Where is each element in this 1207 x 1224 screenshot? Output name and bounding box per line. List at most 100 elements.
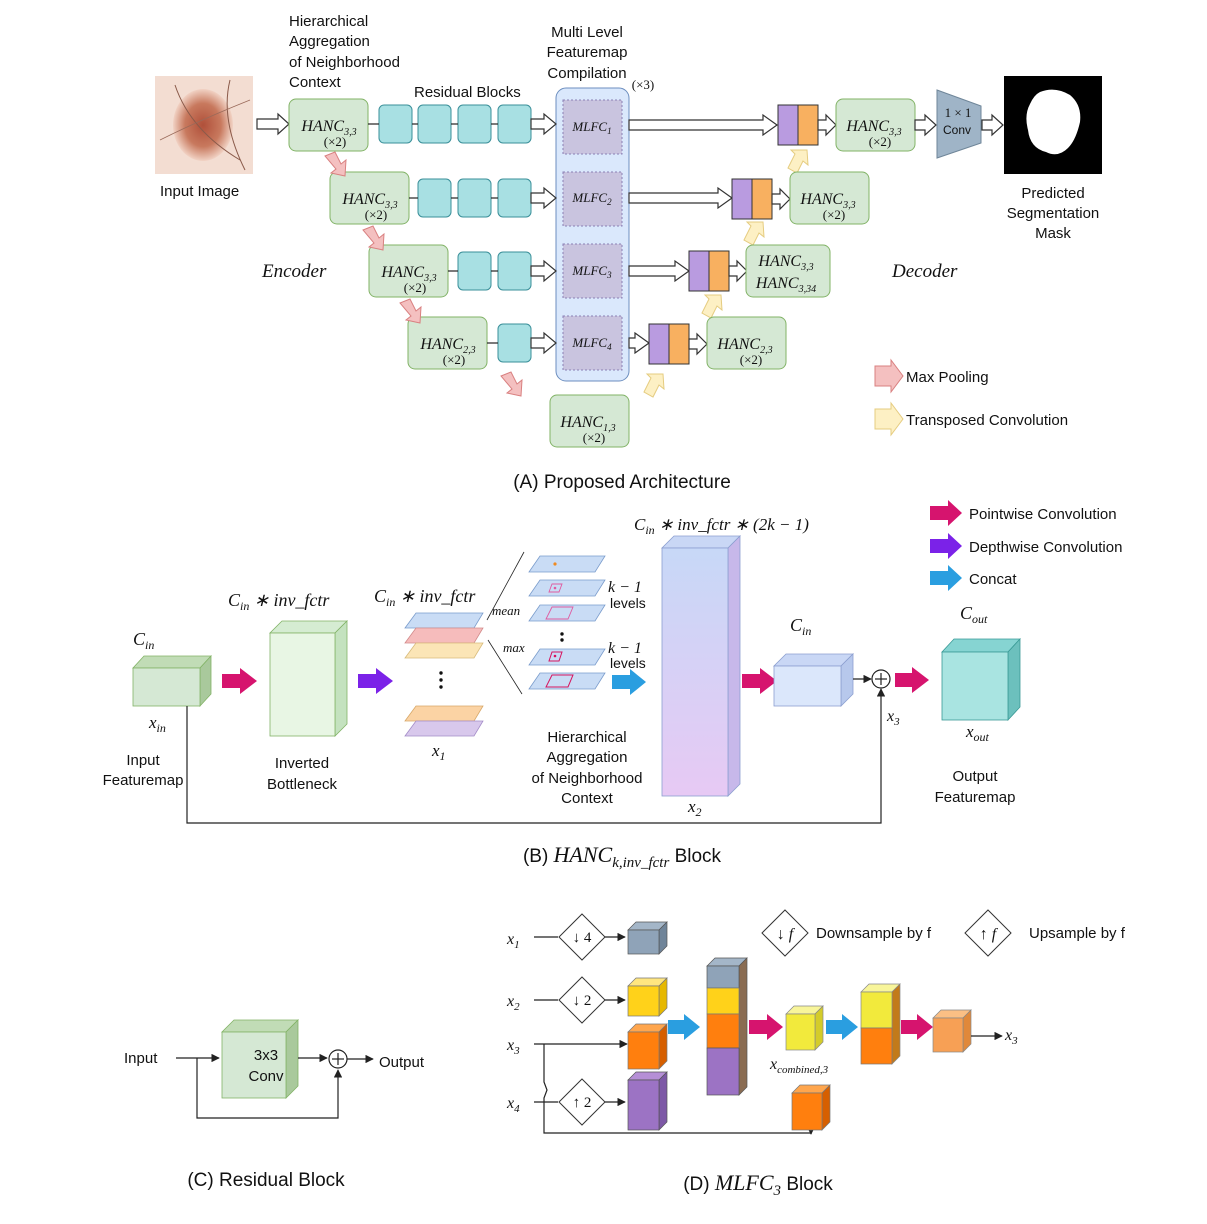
svg-text:Predicted: Predicted xyxy=(1021,185,1084,202)
svg-text:3x3: 3x3 xyxy=(254,1047,278,1064)
cout-label: Cout xyxy=(960,603,988,626)
op-up2 xyxy=(558,1078,606,1126)
svg-text:HANC3,3: HANC3,3 xyxy=(300,118,356,138)
predicted-mask-label: Predicted Segmentation Mask xyxy=(1007,185,1100,242)
svg-text:Hierarchical: Hierarchical xyxy=(289,13,368,30)
cin2-label: Cin xyxy=(790,615,811,638)
svg-text:Featuremap: Featuremap xyxy=(547,44,628,61)
encoder-label: Encoder xyxy=(261,261,327,282)
svg-text:(×2): (×2) xyxy=(324,134,347,149)
mean-label: mean xyxy=(492,603,520,618)
svg-text:MLFC2: MLFC2 xyxy=(571,190,612,207)
svg-text:Context: Context xyxy=(561,790,614,807)
svg-text:Aggregation: Aggregation xyxy=(289,33,370,50)
legend-transposed-conv: Transposed Convolution xyxy=(906,412,1068,429)
svg-text:levels: levels xyxy=(610,655,646,671)
encoder-hanc-4: HANC2,3 (×2) xyxy=(407,316,488,370)
mlfc-container xyxy=(555,87,630,382)
cin-big-label: Cin ∗ inv_fctr ∗ (2k − 1) xyxy=(634,515,809,537)
cin-inv-label: Cin ∗ inv_fctr xyxy=(228,590,330,613)
decoder-label: Decoder xyxy=(891,261,958,282)
svg-text:Bottleneck: Bottleneck xyxy=(267,776,338,793)
decoder-hanc-2: HANC3,3 (×2) xyxy=(789,171,870,225)
x3-input: x3 xyxy=(506,1037,520,1057)
downsample-legend-label: Downsample by f xyxy=(816,925,932,942)
svg-text:(×2): (×2) xyxy=(823,207,846,222)
concat-blocks xyxy=(648,104,819,365)
xout-label: xout xyxy=(965,722,990,744)
svg-text:1 × 1: 1 × 1 xyxy=(945,105,972,120)
svg-text:MLFC4: MLFC4 xyxy=(571,335,612,352)
residual-output-label: Output xyxy=(379,1054,425,1071)
hanc-label-b: Hierarchical Aggregation of Neighborhood… xyxy=(532,729,643,807)
inverted-bottleneck-label: Inverted xyxy=(275,755,329,772)
svg-text:HANC3,3: HANC3,3 xyxy=(757,253,813,273)
upsample-legend-label: Upsample by f xyxy=(1029,925,1126,942)
x2-input: x2 xyxy=(506,993,520,1013)
output-featuremap-label: Output xyxy=(952,768,998,785)
svg-text:(×2): (×2) xyxy=(740,352,763,367)
svg-text:Concat: Concat xyxy=(969,571,1017,588)
legend-b: Pointwise Convolution Depthwise Convolut… xyxy=(930,500,1122,591)
section-b-hanc-block: Pointwise Convolution Depthwise Convolut… xyxy=(103,500,1122,871)
decoder-hanc-1: HANC3,3 (×2) xyxy=(835,98,916,152)
hanc-planes xyxy=(528,555,606,690)
mlfc-blocks: MLFC1 MLFC2 MLFC3 MLFC4 xyxy=(562,99,623,371)
decoder-hanc-3: HANC3,3 HANC3,34 xyxy=(745,244,831,298)
svg-text:HANC3,3: HANC3,3 xyxy=(341,191,397,211)
downsample-legend-diamond xyxy=(761,909,809,957)
cin-cube xyxy=(773,653,854,707)
svg-text:Context: Context xyxy=(289,74,342,91)
caption-d: (D) MLFC3 Block xyxy=(683,1170,833,1199)
svg-text:Featuremap: Featuremap xyxy=(103,772,184,789)
bottleneck-hanc: HANC1,3 (×2) xyxy=(549,394,630,448)
x1-planes xyxy=(404,612,484,737)
transposed-conv-arrows xyxy=(643,149,904,437)
x2-tall-block xyxy=(661,535,741,797)
levels-bottom: k − 1 xyxy=(608,640,642,657)
levels-top: k − 1 xyxy=(608,579,642,596)
predicted-mask xyxy=(1004,76,1102,174)
x4-input: x4 xyxy=(506,1095,520,1115)
encoder-hanc-2: HANC3,3 (×2) xyxy=(329,171,410,225)
svg-text:of Neighborhood: of Neighborhood xyxy=(532,770,643,787)
svg-text:Compilation: Compilation xyxy=(547,65,626,82)
input-featuremap-label: Input xyxy=(126,752,160,769)
svg-text:of Neighborhood: of Neighborhood xyxy=(289,54,400,71)
cin-label: Cin xyxy=(133,629,154,652)
svg-text:HANC3,3: HANC3,3 xyxy=(845,118,901,138)
svg-text:HANC3,3: HANC3,3 xyxy=(799,191,855,211)
svg-text:↑ 2: ↑ 2 xyxy=(573,1095,592,1111)
input-cube xyxy=(132,654,212,708)
hollow-arrow xyxy=(256,112,290,136)
section-d-mlfc-block: ↓ f Downsample by f ↑ f Upsample by f x1… xyxy=(506,909,1126,1199)
decoder-hanc-4: HANC2,3 (×2) xyxy=(706,316,787,370)
combined-cube xyxy=(785,1005,824,1051)
svg-text:Conv: Conv xyxy=(248,1068,284,1085)
max-label: max xyxy=(503,640,525,655)
mlfc-output-cube xyxy=(932,1009,972,1053)
residual-input-label: Input xyxy=(124,1050,158,1067)
hanc-context-label: Hierarchical Aggregation of Neighborhood… xyxy=(289,13,400,91)
x3-label: x3 xyxy=(886,708,900,728)
svg-text:HANC1,3: HANC1,3 xyxy=(559,414,615,434)
svg-text:Conv: Conv xyxy=(943,123,971,137)
svg-text:↓ 4: ↓ 4 xyxy=(573,930,592,946)
svg-text:Multi Level: Multi Level xyxy=(551,24,623,41)
svg-text:↓ f: ↓ f xyxy=(777,926,796,943)
svg-text:HANC3,34: HANC3,34 xyxy=(755,275,816,295)
op-down4 xyxy=(558,913,606,961)
encoder-hanc-3: HANC3,3 (×2) xyxy=(368,244,449,298)
svg-text:↓ 2: ↓ 2 xyxy=(573,993,592,1009)
svg-text:(×3): (×3) xyxy=(632,77,655,92)
cube-x4 xyxy=(627,1071,668,1131)
svg-text:Pointwise Convolution: Pointwise Convolution xyxy=(969,506,1117,523)
x1-label: x1 xyxy=(431,741,446,763)
svg-text:HANC2,3: HANC2,3 xyxy=(716,336,772,356)
svg-text:(×2): (×2) xyxy=(869,134,892,149)
input-image-label: Input Image xyxy=(160,183,239,200)
section-c-residual-block: Input 3x3 Conv Output (C) Residual Block xyxy=(124,1019,425,1191)
mlfc-output-label: x3 xyxy=(1004,1027,1018,1047)
svg-text:Aggregation: Aggregation xyxy=(547,749,628,766)
cube-x1 xyxy=(627,921,668,955)
